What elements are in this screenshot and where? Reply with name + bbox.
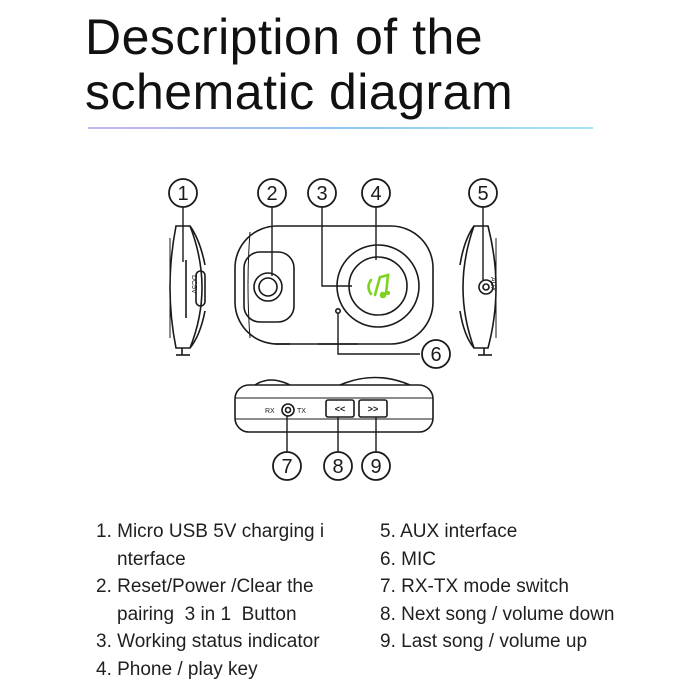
next-song-button-label: << (335, 404, 346, 414)
rx-label: RX (265, 408, 275, 415)
phone-music-icon (367, 273, 390, 299)
legend-item-8: 8. Next song / volume down (380, 603, 615, 625)
title-divider (88, 127, 593, 129)
legend-item-2: 2. Reset/Power /Clear the pairing 3 in 1… (96, 576, 319, 625)
legend-item-4: 4. Phone / play key (96, 658, 258, 680)
tx-label: TX (297, 408, 306, 415)
callout-8: 8 (332, 456, 343, 478)
title-line-2: schematic diagram (85, 64, 514, 120)
reset-power-button-icon (253, 272, 283, 302)
mic-hole-icon (334, 307, 341, 314)
callout-2: 2 (266, 183, 277, 205)
title-line-1: Description of the (85, 9, 484, 65)
micro-usb-port-icon (195, 270, 206, 307)
last-song-button-label: >> (368, 404, 379, 414)
left-side-view (169, 225, 206, 356)
legend-right: 5. AUX interface 6. MIC 7. RX-TX mode sw… (380, 518, 620, 656)
callout-6: 6 (430, 344, 441, 366)
legend-item-3: 3. Working status indicator (96, 631, 320, 653)
legend-item-6: 6. MIC (380, 548, 436, 570)
callout-9: 9 (370, 456, 381, 478)
callout-circles (168, 178, 498, 481)
callout-4: 4 (370, 183, 381, 205)
front-view (234, 225, 434, 345)
leader-lines (182, 207, 484, 452)
dc5v-label: DC5V (190, 275, 197, 294)
callout-7: 7 (281, 456, 292, 478)
callout-5: 5 (477, 183, 488, 205)
aux-label: AUX (489, 277, 496, 292)
callout-3: 3 (316, 183, 327, 205)
legend-item-1: 1. Micro USB 5V charging i nterface (96, 521, 330, 570)
top-view (234, 376, 434, 433)
rx-tx-switch-icon (281, 403, 295, 417)
legend-left: 1. Micro USB 5V charging i nterface 2. R… (96, 518, 358, 684)
legend-item-9: 9. Last song / volume up (380, 631, 588, 653)
legend-item-5: 5. AUX interface (380, 521, 518, 542)
audio-jack-icon (478, 279, 494, 295)
right-side-view (459, 225, 497, 356)
page-title: Description of the schematic diagram (85, 10, 513, 120)
schematic-diagram: 1 2 3 4 5 6 7 8 9 DC5V AUX RX TX << >> (168, 178, 498, 481)
legend-item-7: 7. RX-TX mode switch (380, 576, 569, 598)
callout-1: 1 (177, 183, 188, 205)
